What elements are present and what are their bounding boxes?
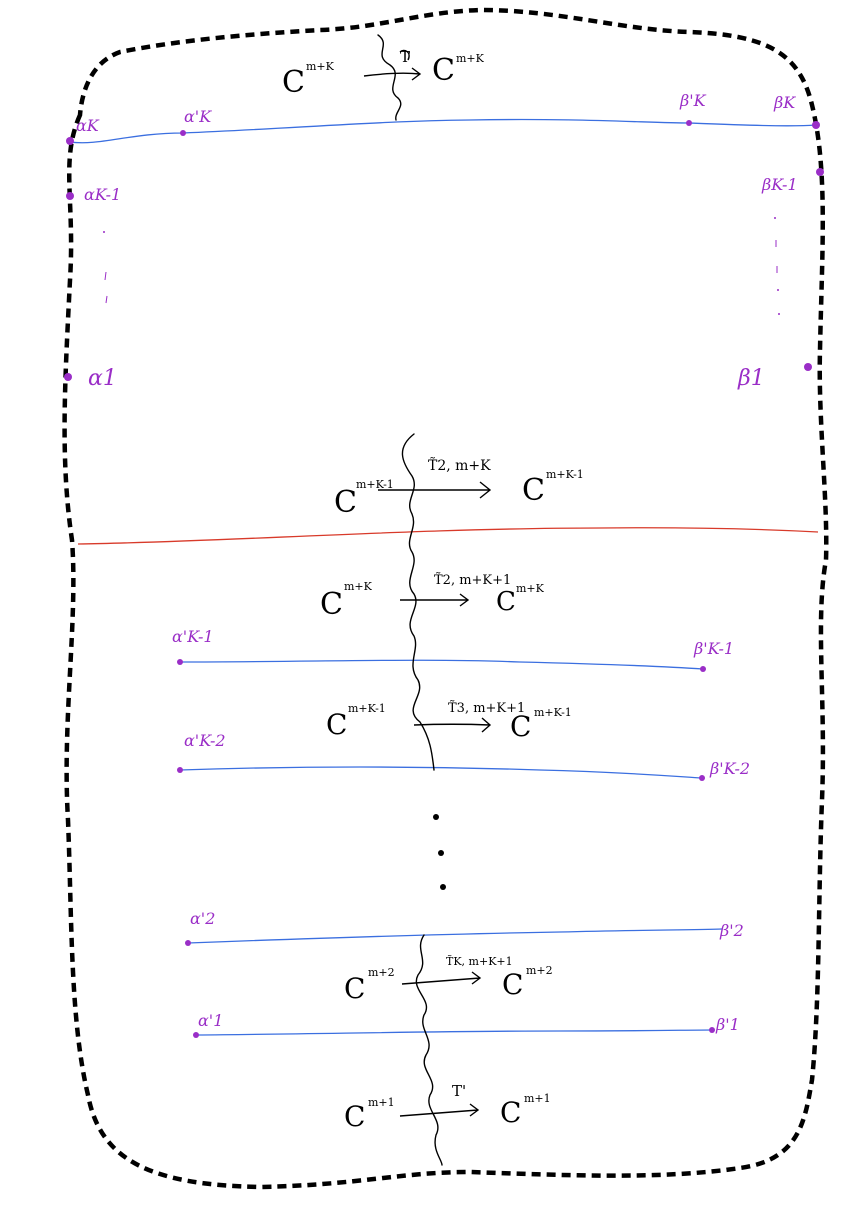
arrow-top (363, 67, 422, 81)
lower-dim-1-left: m+K (344, 580, 373, 593)
label-beta-k-minus-1-prime: β'K-1 (693, 639, 734, 658)
point-beta-k-minus-1 (816, 168, 824, 176)
middle-right-dim: m+K-1 (546, 468, 584, 481)
arrow-middle (378, 481, 492, 499)
point-alpha-1-prime (193, 1032, 199, 1038)
dashed-boundary (62, 7, 829, 1190)
point-beta-k (812, 121, 820, 129)
lower-dim-4-right: m+1 (524, 1092, 551, 1105)
blue-line-2 (187, 928, 723, 944)
middle-right-space: C (522, 473, 545, 508)
middle-map: T̃2, m+K (428, 456, 491, 474)
ellipsis-center-1 (433, 814, 439, 820)
red-line (77, 527, 819, 545)
lower-space-2-right: C (510, 710, 531, 743)
top-blue-line (69, 118, 817, 144)
point-alpha-k (66, 137, 74, 145)
label-beta-2-prime: β'2 (719, 921, 744, 940)
blue-line-k-minus-1 (179, 659, 704, 670)
lower-space-3-left: C (344, 972, 365, 1005)
point-beta-k-minus-1-prime (700, 666, 706, 672)
arrow-lower-2 (413, 717, 492, 733)
ellipsis-right-5 (778, 313, 780, 315)
point-alpha-2-prime (185, 940, 191, 946)
point-beta-k-minus-2-prime (699, 775, 705, 781)
ellipsis-center-2 (438, 850, 444, 856)
label-alpha-2-prime: α'2 (190, 909, 215, 928)
label-beta-1-prime: β'1 (715, 1015, 740, 1034)
point-beta-1-prime (709, 1027, 715, 1033)
label-alpha-k-minus-2-prime: α'K-2 (184, 731, 226, 750)
ellipsis-right-4 (777, 289, 779, 291)
point-beta-1 (804, 363, 812, 371)
lower-space-4-left: C (344, 1100, 365, 1133)
ellipsis-left-2 (104, 271, 107, 281)
point-alpha-k-minus-1-prime (177, 659, 183, 665)
ellipsis-left-1 (103, 231, 105, 233)
ellipsis-right-1 (774, 217, 776, 219)
arrow-lower-4 (399, 1103, 480, 1117)
label-alpha-1: α1 (88, 366, 117, 391)
point-alpha-k-minus-1 (66, 192, 74, 200)
arrow-lower-1 (400, 593, 470, 607)
middle-left-space: C (334, 485, 357, 520)
lower-dim-2-left: m+K-1 (348, 702, 386, 715)
point-alpha-k-prime (180, 130, 186, 136)
middle-left-dim: m+K-1 (356, 478, 394, 491)
top-map: T (400, 48, 410, 66)
top-right-space: C (432, 53, 455, 88)
point-alpha-k-minus-2-prime (177, 767, 183, 773)
label-beta-k: βK (773, 93, 796, 112)
lower-space-4-right: C (500, 1096, 521, 1129)
blue-line-1 (195, 1029, 713, 1036)
label-beta-k-minus-1: βK-1 (761, 175, 798, 194)
top-left-space: C (282, 65, 305, 100)
point-alpha-1 (64, 373, 72, 381)
label-alpha-k-minus-1: αK-1 (84, 185, 121, 204)
wavy-cut-middle (401, 433, 435, 771)
lower-space-1-right: C (496, 587, 516, 617)
lower-dim-3-right: m+2 (526, 964, 553, 977)
lower-map-3: T̃K, m+K+1 (446, 955, 513, 968)
lower-dim-4-left: m+1 (368, 1096, 395, 1109)
lower-map-2: T̃3, m+K+1 (448, 700, 525, 716)
label-beta-k-prime: β'K (679, 91, 707, 110)
lower-space-3-right: C (502, 968, 523, 1001)
blue-line-k-minus-2 (179, 766, 703, 779)
ellipsis-center-3 (440, 884, 446, 890)
lower-dim-2-right: m+K-1 (534, 706, 572, 719)
lower-dim-3-left: m+2 (368, 966, 395, 979)
arrow-lower-3 (401, 971, 482, 985)
label-alpha-k: αK (76, 116, 100, 135)
label-alpha-k-minus-1-prime: α'K-1 (172, 627, 214, 646)
label-alpha-k-prime: α'K (184, 107, 212, 126)
label-alpha-1-prime: α'1 (198, 1011, 223, 1030)
point-beta-k-prime (686, 120, 692, 126)
ellipsis-left-3 (105, 295, 108, 304)
top-left-dim: m+K (306, 60, 335, 73)
label-beta-k-minus-2-prime: β'K-2 (709, 759, 750, 778)
label-beta-1: β1 (737, 366, 765, 391)
top-right-dim: m+K (456, 52, 485, 65)
wavy-cut-bottom (415, 934, 443, 1166)
wavy-cut-top (377, 34, 402, 121)
lower-space-1-left: C (320, 587, 343, 622)
lower-dim-1-right: m+K (516, 582, 545, 595)
lower-map-4: T' (452, 1082, 466, 1100)
lower-space-2-left: C (326, 708, 347, 741)
lower-map-1: T̃2, m+K+1 (434, 572, 511, 588)
arrow-top-hook (399, 49, 410, 61)
